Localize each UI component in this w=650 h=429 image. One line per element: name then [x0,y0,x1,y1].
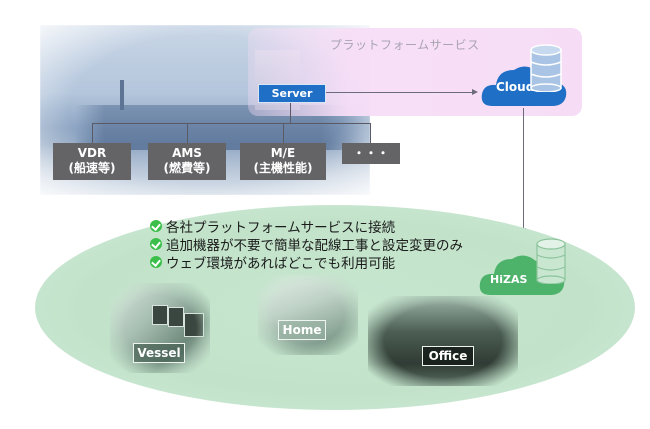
home-photo [258,275,358,355]
arrow-head-icon [472,89,478,95]
hizas-label: HiZAS [490,273,528,286]
check-icon [150,238,162,250]
connector-me [283,123,284,143]
connector-vdr [92,123,93,143]
cloud-label: Cloud [496,80,535,94]
device-vdr-sub: (船速等) [68,161,116,175]
device-more-name: ・・・ [352,146,389,160]
feature-text: 追加機器が不要で簡単な配線工事と設定変更のみ [166,238,463,254]
connector-ams [187,123,188,143]
check-icon [150,256,162,268]
feature-item: 各社プラットフォームサービスに接続 [150,217,463,236]
feature-text: ウェブ環境があればどこでも利用可能 [166,256,396,272]
feature-text: 各社プラットフォームサービスに接続 [166,220,396,236]
device-more: ・・・ [342,143,400,164]
connector-more [370,123,371,143]
home-label: Home [278,320,326,340]
device-me-name: M/E [270,146,296,160]
device-vdr: VDR (船速等) [53,143,131,180]
device-ams: AMS (燃費等) [148,143,226,180]
monitor-image [168,307,184,327]
server-box: Server [258,84,326,103]
platform-service-title: プラットフォームサービス [330,38,480,52]
device-me-sub: (主機性能) [253,161,313,175]
feature-item: 追加機器が不要で簡単な配線工事と設定変更のみ [150,235,463,254]
server-to-cloud-arrow [326,92,476,93]
vessel-photo [110,283,210,373]
device-ams-sub: (燃費等) [163,161,211,175]
vessel-label: Vessel [133,343,185,363]
device-vdr-name: VDR [77,146,107,160]
monitor-image [184,313,204,337]
office-photo [368,296,518,386]
device-ams-name: AMS [172,146,202,160]
office-label: Office [422,346,474,366]
connector-server-down [290,101,291,123]
connector-bus [92,123,371,124]
feature-list: 各社プラットフォームサービスに接続 追加機器が不要で簡単な配線工事と設定変更のみ… [150,217,463,272]
cloud-to-hizas-arrow [523,108,524,230]
feature-item: ウェブ環境があればどこでも利用可能 [150,253,463,272]
monitor-image [152,305,168,325]
ship-mast-image [120,80,124,110]
device-me: M/E (主機性能) [240,143,326,180]
database-icon [536,238,566,284]
check-icon [150,220,162,232]
database-icon [530,44,562,92]
